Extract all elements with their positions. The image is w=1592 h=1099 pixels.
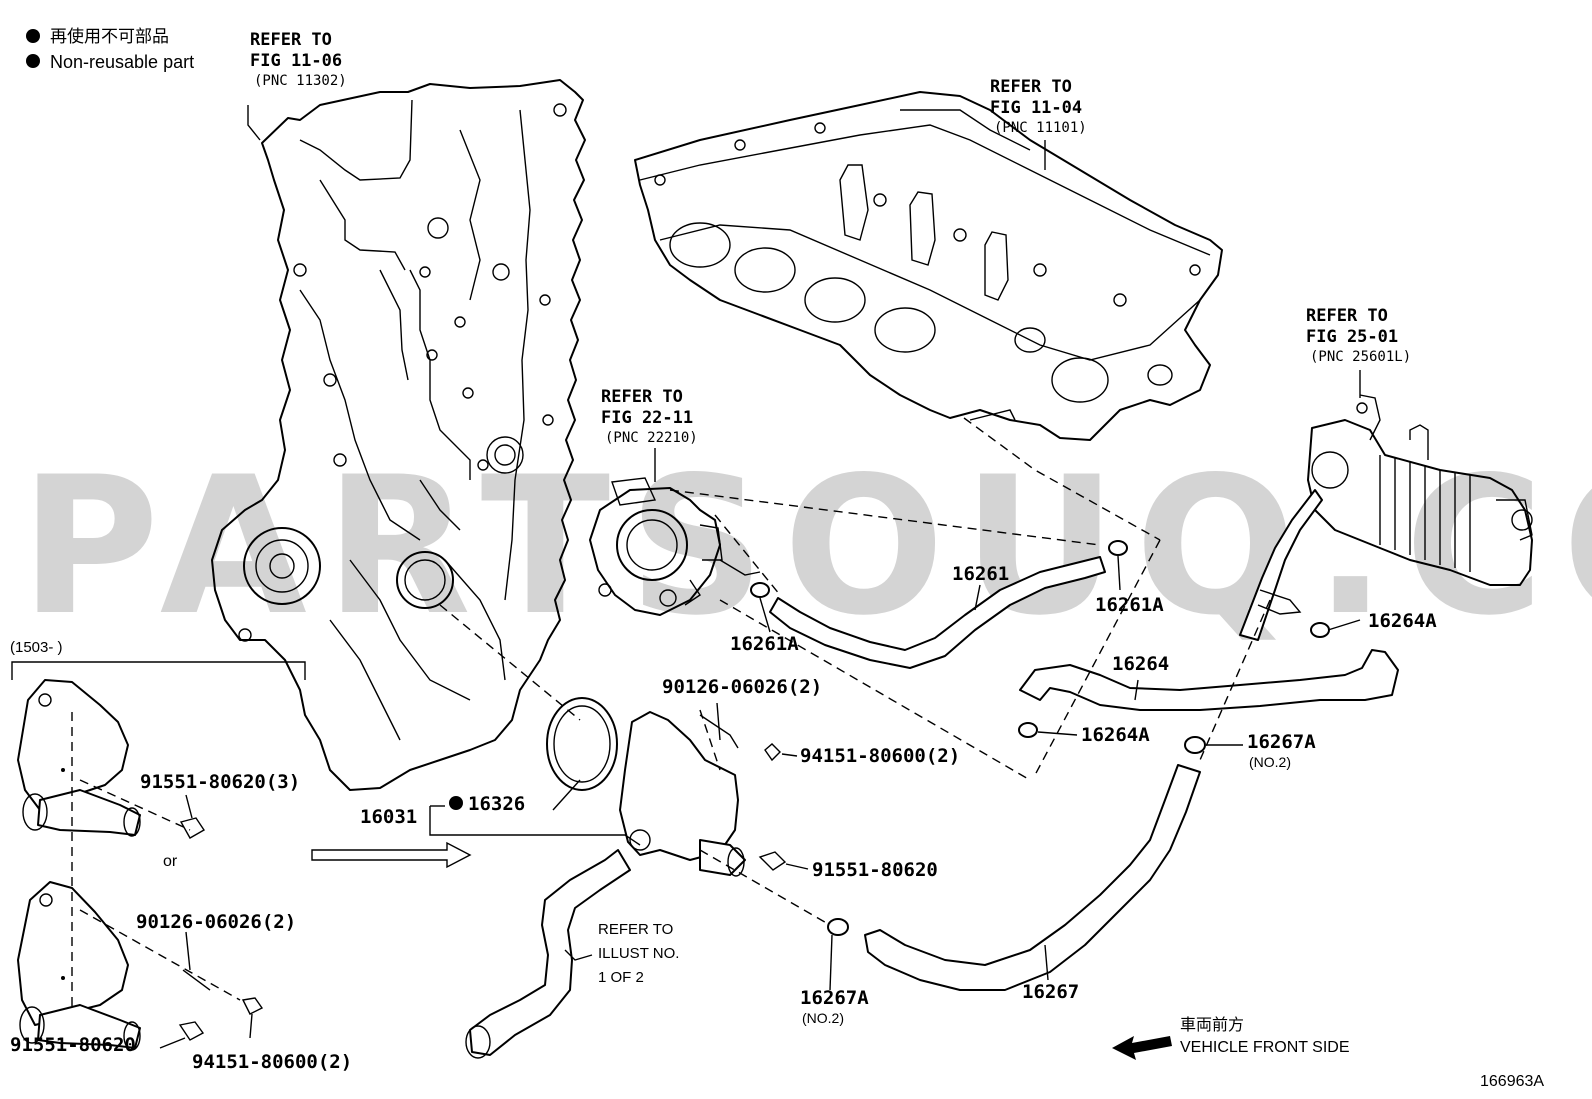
clamp-icon — [1018, 722, 1038, 738]
hose-16264 — [1019, 489, 1399, 711]
timing-chain-cover-drawing — [211, 79, 586, 791]
part-label-94151: 94151-80600(2) — [192, 1051, 352, 1073]
part-label-91551: 91551-80620 — [10, 1034, 136, 1056]
ref-cylinder-head: REFER TO FIG 11-04 (PNC 11101) — [990, 77, 1087, 136]
cylinder-head-drawing — [634, 91, 1223, 441]
egr-cooler-drawing — [1307, 394, 1533, 586]
alignment-lines — [71, 417, 1271, 1010]
part-label-16264: 16264 — [1112, 653, 1169, 675]
legend-jp: 再使用不可部品 — [50, 26, 169, 46]
assembly-arrow — [311, 841, 472, 869]
part-label-90126: 90126-06026(2) — [662, 676, 822, 698]
clamps — [750, 540, 1330, 936]
clamp-icon — [827, 918, 849, 936]
left-variant-housing-top — [17, 679, 205, 839]
ref-egr-cooler: REFER TO FIG 25-01 (PNC 25601L) — [1306, 306, 1411, 365]
part-label-91551: 91551-80620(3) — [140, 771, 300, 793]
direction-en: VEHICLE FRONT SIDE — [1180, 1039, 1350, 1056]
legend-en: Non-reusable part — [50, 52, 194, 72]
ref-line-1: REFER TO — [250, 30, 332, 50]
part-label-16267A: 16267A — [1247, 731, 1316, 753]
part-label-16267: 16267 — [1022, 981, 1079, 1003]
ref-line-3: (PNC 25601L) — [1310, 349, 1411, 365]
ref-line-2: FIG 11-06 — [250, 51, 342, 71]
ref-line-3: (PNC 11302) — [254, 73, 347, 89]
non-reusable-bullet-icon — [449, 796, 463, 810]
ref-line-1: REFER TO — [598, 921, 673, 938]
non-reusable-bullet-icon — [26, 29, 40, 43]
vehicle-front-indicator: 車両前方 VEHICLE FRONT SIDE — [1112, 1016, 1350, 1060]
left-variant-housing-bottom — [17, 881, 264, 1051]
ref-line-1: REFER TO — [990, 77, 1072, 97]
legend: 再使用不可部品 Non-reusable part — [26, 26, 194, 72]
hose-16261 — [769, 556, 1106, 669]
part-label-16264A: 16264A — [1368, 610, 1437, 632]
part-label-91551: 91551-80620 — [812, 859, 938, 881]
part-label-16031: 16031 — [360, 806, 417, 828]
ref-line-2: FIG 25-01 — [1306, 327, 1398, 347]
part-label-no2: (NO.2) — [802, 1010, 844, 1026]
ref-radiator-hose: REFER TO ILLUST NO. 1 OF 2 — [598, 921, 679, 986]
ref-line-1: REFER TO — [601, 387, 683, 407]
part-label-16267A: 16267A — [800, 987, 869, 1009]
water-inlet-housing-drawing — [546, 697, 787, 877]
ref-line-3: (PNC 22210) — [605, 430, 698, 446]
clamp-icon — [1108, 540, 1128, 556]
or-text: or — [163, 853, 178, 870]
clamp-icon — [750, 582, 770, 598]
vehicle-front-arrow-icon — [1112, 1036, 1172, 1060]
ref-line-2: FIG 22-11 — [601, 408, 693, 428]
direction-jp: 車両前方 — [1180, 1016, 1244, 1034]
hose-16267 — [864, 764, 1201, 991]
hose-radiator — [465, 849, 631, 1059]
part-label-16261A: 16261A — [1095, 594, 1164, 616]
ref-timing-cover: REFER TO FIG 11-06 (PNC 11302) — [250, 30, 347, 89]
ref-line-1: REFER TO — [1306, 306, 1388, 326]
clamp-icon — [1184, 736, 1206, 754]
ref-line-3: 1 OF 2 — [598, 969, 644, 986]
part-label-90126: 90126-06026(2) — [136, 911, 296, 933]
figure-id: 166963A — [1480, 1073, 1544, 1090]
part-label-16326: 16326 — [468, 793, 525, 815]
non-reusable-bullet-icon — [26, 54, 40, 68]
ref-line-3: (PNC 11101) — [994, 120, 1087, 136]
leader-lines — [11, 105, 1361, 1049]
part-label-94151: 94151-80600(2) — [800, 745, 960, 767]
ref-line-2: ILLUST NO. — [598, 945, 679, 962]
part-label-no2: (NO.2) — [1249, 754, 1291, 770]
part-label-16264A: 16264A — [1081, 724, 1150, 746]
ref-throttle-body: REFER TO FIG 22-11 (PNC 22210) — [601, 387, 698, 446]
part-label-16261: 16261 — [952, 563, 1009, 585]
date-range: (1503- ) — [10, 639, 63, 656]
ref-line-2: FIG 11-04 — [990, 98, 1082, 118]
part-labels: 16261 16261A 16261A 16264 16264A 16264A … — [10, 563, 1437, 1073]
throttle-body-drawing — [589, 477, 761, 616]
part-label-16261A: 16261A — [730, 633, 799, 655]
